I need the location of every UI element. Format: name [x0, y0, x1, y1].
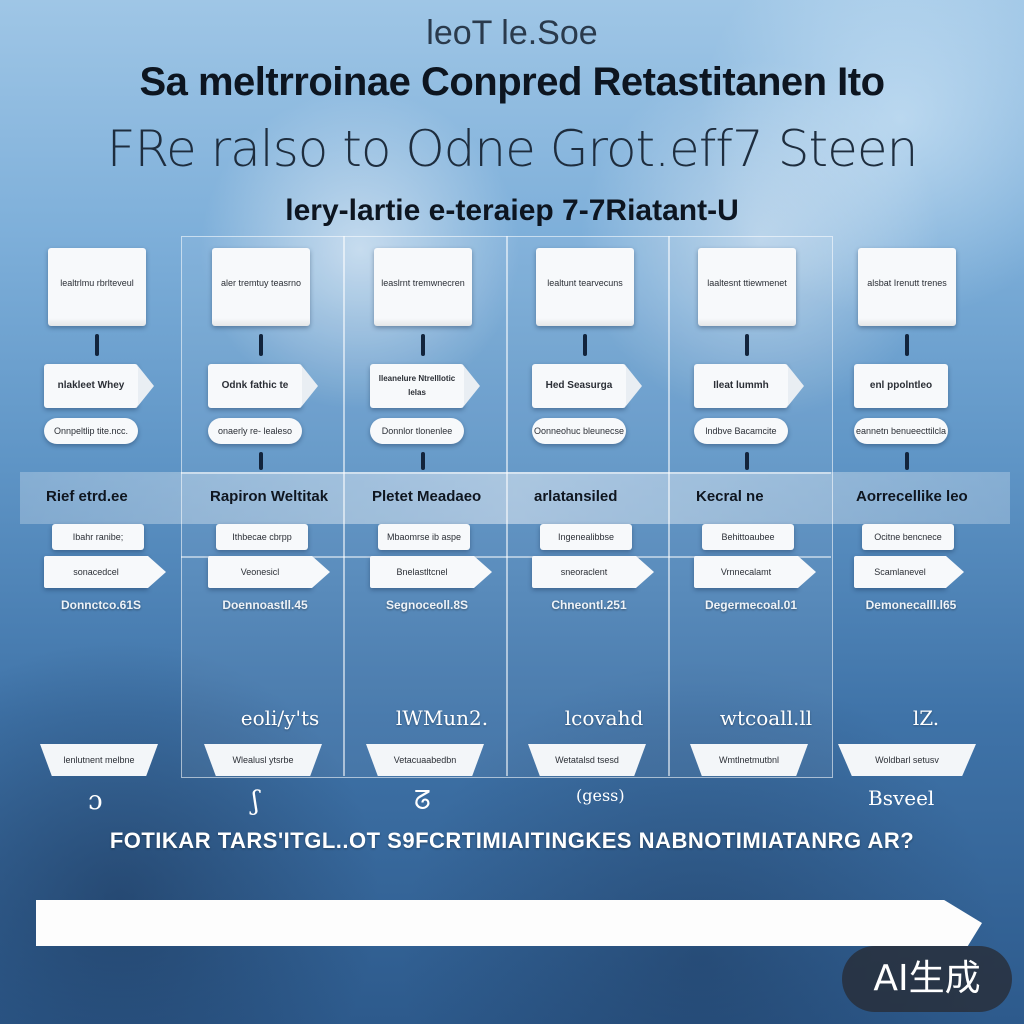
arrow-tip: [946, 556, 964, 588]
footer-caption: FOTIKAR TARS'ITGL..OT S9FCRTIMIAITINGKES…: [109, 828, 915, 853]
step-pill: onaerly re- lealeso: [208, 418, 302, 444]
result-label: Chneontl.251: [551, 598, 627, 612]
connector-pin: [905, 452, 909, 470]
process-column-1: lealtrlmu rbrlteveul nlakleet Whey Onnpe…: [40, 0, 190, 1024]
step-flag: [138, 366, 154, 406]
column-header-card: laaltesnt ttiewmenet: [698, 248, 796, 326]
column-header-card: lealtrlmu rbrlteveul: [48, 248, 146, 326]
connector-pin: [95, 334, 99, 356]
result-label: Demonecalll.l65: [865, 598, 957, 612]
step-flag: [788, 366, 804, 406]
step-flag: [626, 366, 642, 406]
result-label: Degermecoal.01: [704, 598, 798, 612]
output-tray: Wetatalsd tsesd: [528, 744, 646, 776]
output-tray: Wmtlnetmutbnl: [690, 744, 808, 776]
step-pill: Oonneohuc bleunecse: [532, 418, 626, 444]
handwritten-label: wtcoall.ll: [719, 706, 813, 730]
stage-label: Rief etrd.ee: [46, 488, 128, 505]
process-column-2: aler tremtuy teasrno Odnk fathic te onae…: [204, 0, 354, 1024]
column-header-card: alsbat Irenutt trenes: [858, 248, 956, 326]
grid-divider: [181, 556, 831, 558]
step-pill: lndbve Bacamcite: [694, 418, 788, 444]
stage-band: [20, 472, 1010, 524]
connector-pin: [745, 334, 749, 356]
grid-divider: [181, 472, 831, 474]
grid-divider: [668, 236, 670, 776]
connector-pin: [905, 334, 909, 356]
detail-card: Mbaomrse ib aspe: [378, 524, 470, 550]
header-small-title: leoT le.Soe: [426, 14, 598, 52]
arrow-tip: [312, 556, 330, 588]
arrow-card: sonacedcel: [44, 556, 148, 588]
handwritten-label: lcovahd: [564, 706, 644, 730]
result-label: Donnctco.61S: [60, 598, 141, 612]
arrow-tip: [798, 556, 816, 588]
stage-label: Pletet Meadaeo: [372, 488, 482, 505]
step-card: lleanelure Ntrelllotic lelas: [370, 364, 464, 408]
detail-card: Ingenealibbse: [540, 524, 632, 550]
connector-pin: [583, 334, 587, 356]
step-pill: Donnlor tlonenlee: [370, 418, 464, 444]
step-pill: Onnpeltlip tite.ncc.: [44, 418, 138, 444]
detail-card: Ithbecae cbrpp: [216, 524, 308, 550]
ai-generated-badge: AI生成: [842, 946, 1012, 1012]
arrow-tip: [474, 556, 492, 588]
stage-label: arlatansiled: [534, 488, 618, 505]
process-column-3: leaslrnt tremwnecren lleanelure Ntrelllo…: [366, 0, 516, 1024]
step-card: Odnk fathic te: [208, 364, 302, 408]
connector-pin: [259, 334, 263, 356]
hook-mark: ʃ: [252, 786, 260, 816]
column-header-card: leaslrnt tremwnecren: [374, 248, 472, 326]
result-label: Segnoceoll.8S: [385, 598, 469, 612]
output-tray: Vetacuaabedbn: [366, 744, 484, 776]
connector-pin: [421, 334, 425, 356]
step-pill: eannetn benueecttilcla: [854, 418, 948, 444]
stage-label: Kecral ne: [696, 488, 764, 505]
arrow-card: Scamlanevel: [854, 556, 946, 588]
column-header-card: aler tremtuy teasrno: [212, 248, 310, 326]
connector-pin: [745, 452, 749, 470]
result-label: Doennoastll.45: [222, 598, 308, 612]
step-card: Ileat lummh: [694, 364, 788, 408]
page-tagline: lery-lartie e-teraiep 7-7Riatant-U: [285, 194, 739, 227]
hook-mark: ᘔ: [414, 786, 431, 816]
step-flag: [464, 366, 480, 406]
arrow-card: sneoraclent: [532, 556, 636, 588]
handwritten-label: lWMun2.: [395, 706, 489, 730]
column-header-card: lealtunt tearvecuns: [536, 248, 634, 326]
detail-card: Ocitne bencnece: [862, 524, 954, 550]
arrow-tip: [636, 556, 654, 588]
arrow-tip: [148, 556, 166, 588]
hook-mark: Bsveel: [868, 786, 935, 810]
detail-card: Behittoaubee: [702, 524, 794, 550]
arrow-card: Bnelastltcnel: [370, 556, 474, 588]
process-column-6: alsbat Irenutt trenes enl ppolntleo eann…: [838, 0, 1000, 1024]
output-tray: Wlealusl ytsrbe: [204, 744, 322, 776]
grid-divider: [506, 236, 508, 776]
handwritten-label: eoli/y'ts: [240, 706, 320, 730]
step-flag: [302, 366, 318, 406]
hook-mark: (gess): [576, 786, 625, 805]
step-card: enl ppolntleo: [854, 364, 948, 408]
hook-mark: ɔ: [88, 786, 103, 816]
output-tray: lenlutnent melbne: [40, 744, 158, 776]
step-card: nlakleet Whey: [44, 364, 138, 408]
page-subtitle: FRe ralso to Odne Grot.eff7 Steen: [106, 120, 919, 178]
connector-pin: [259, 452, 263, 470]
process-column-5: laaltesnt ttiewmenet Ileat lummh lndbve …: [690, 0, 840, 1024]
detail-card: Ibahr ranibe;: [52, 524, 144, 550]
page-title: Sa meltrroinae Conpred Retastitanen Ito: [139, 60, 885, 104]
handwritten-label: lZ.: [912, 706, 940, 730]
stage-label: Aorrecellike leo: [856, 488, 968, 505]
arrow-card: Veonesicl: [208, 556, 312, 588]
step-card: Hed Seasurga: [532, 364, 626, 408]
grid-divider: [343, 236, 345, 776]
footer-banner: [36, 900, 982, 946]
arrow-card: Vrnnecalamt: [694, 556, 798, 588]
output-tray: Woldbarl setusv: [838, 744, 976, 776]
connector-pin: [421, 452, 425, 470]
stage-label: Rapiron Weltitak: [210, 488, 329, 505]
process-column-4: lealtunt tearvecuns Hed Seasurga Oonneoh…: [528, 0, 678, 1024]
